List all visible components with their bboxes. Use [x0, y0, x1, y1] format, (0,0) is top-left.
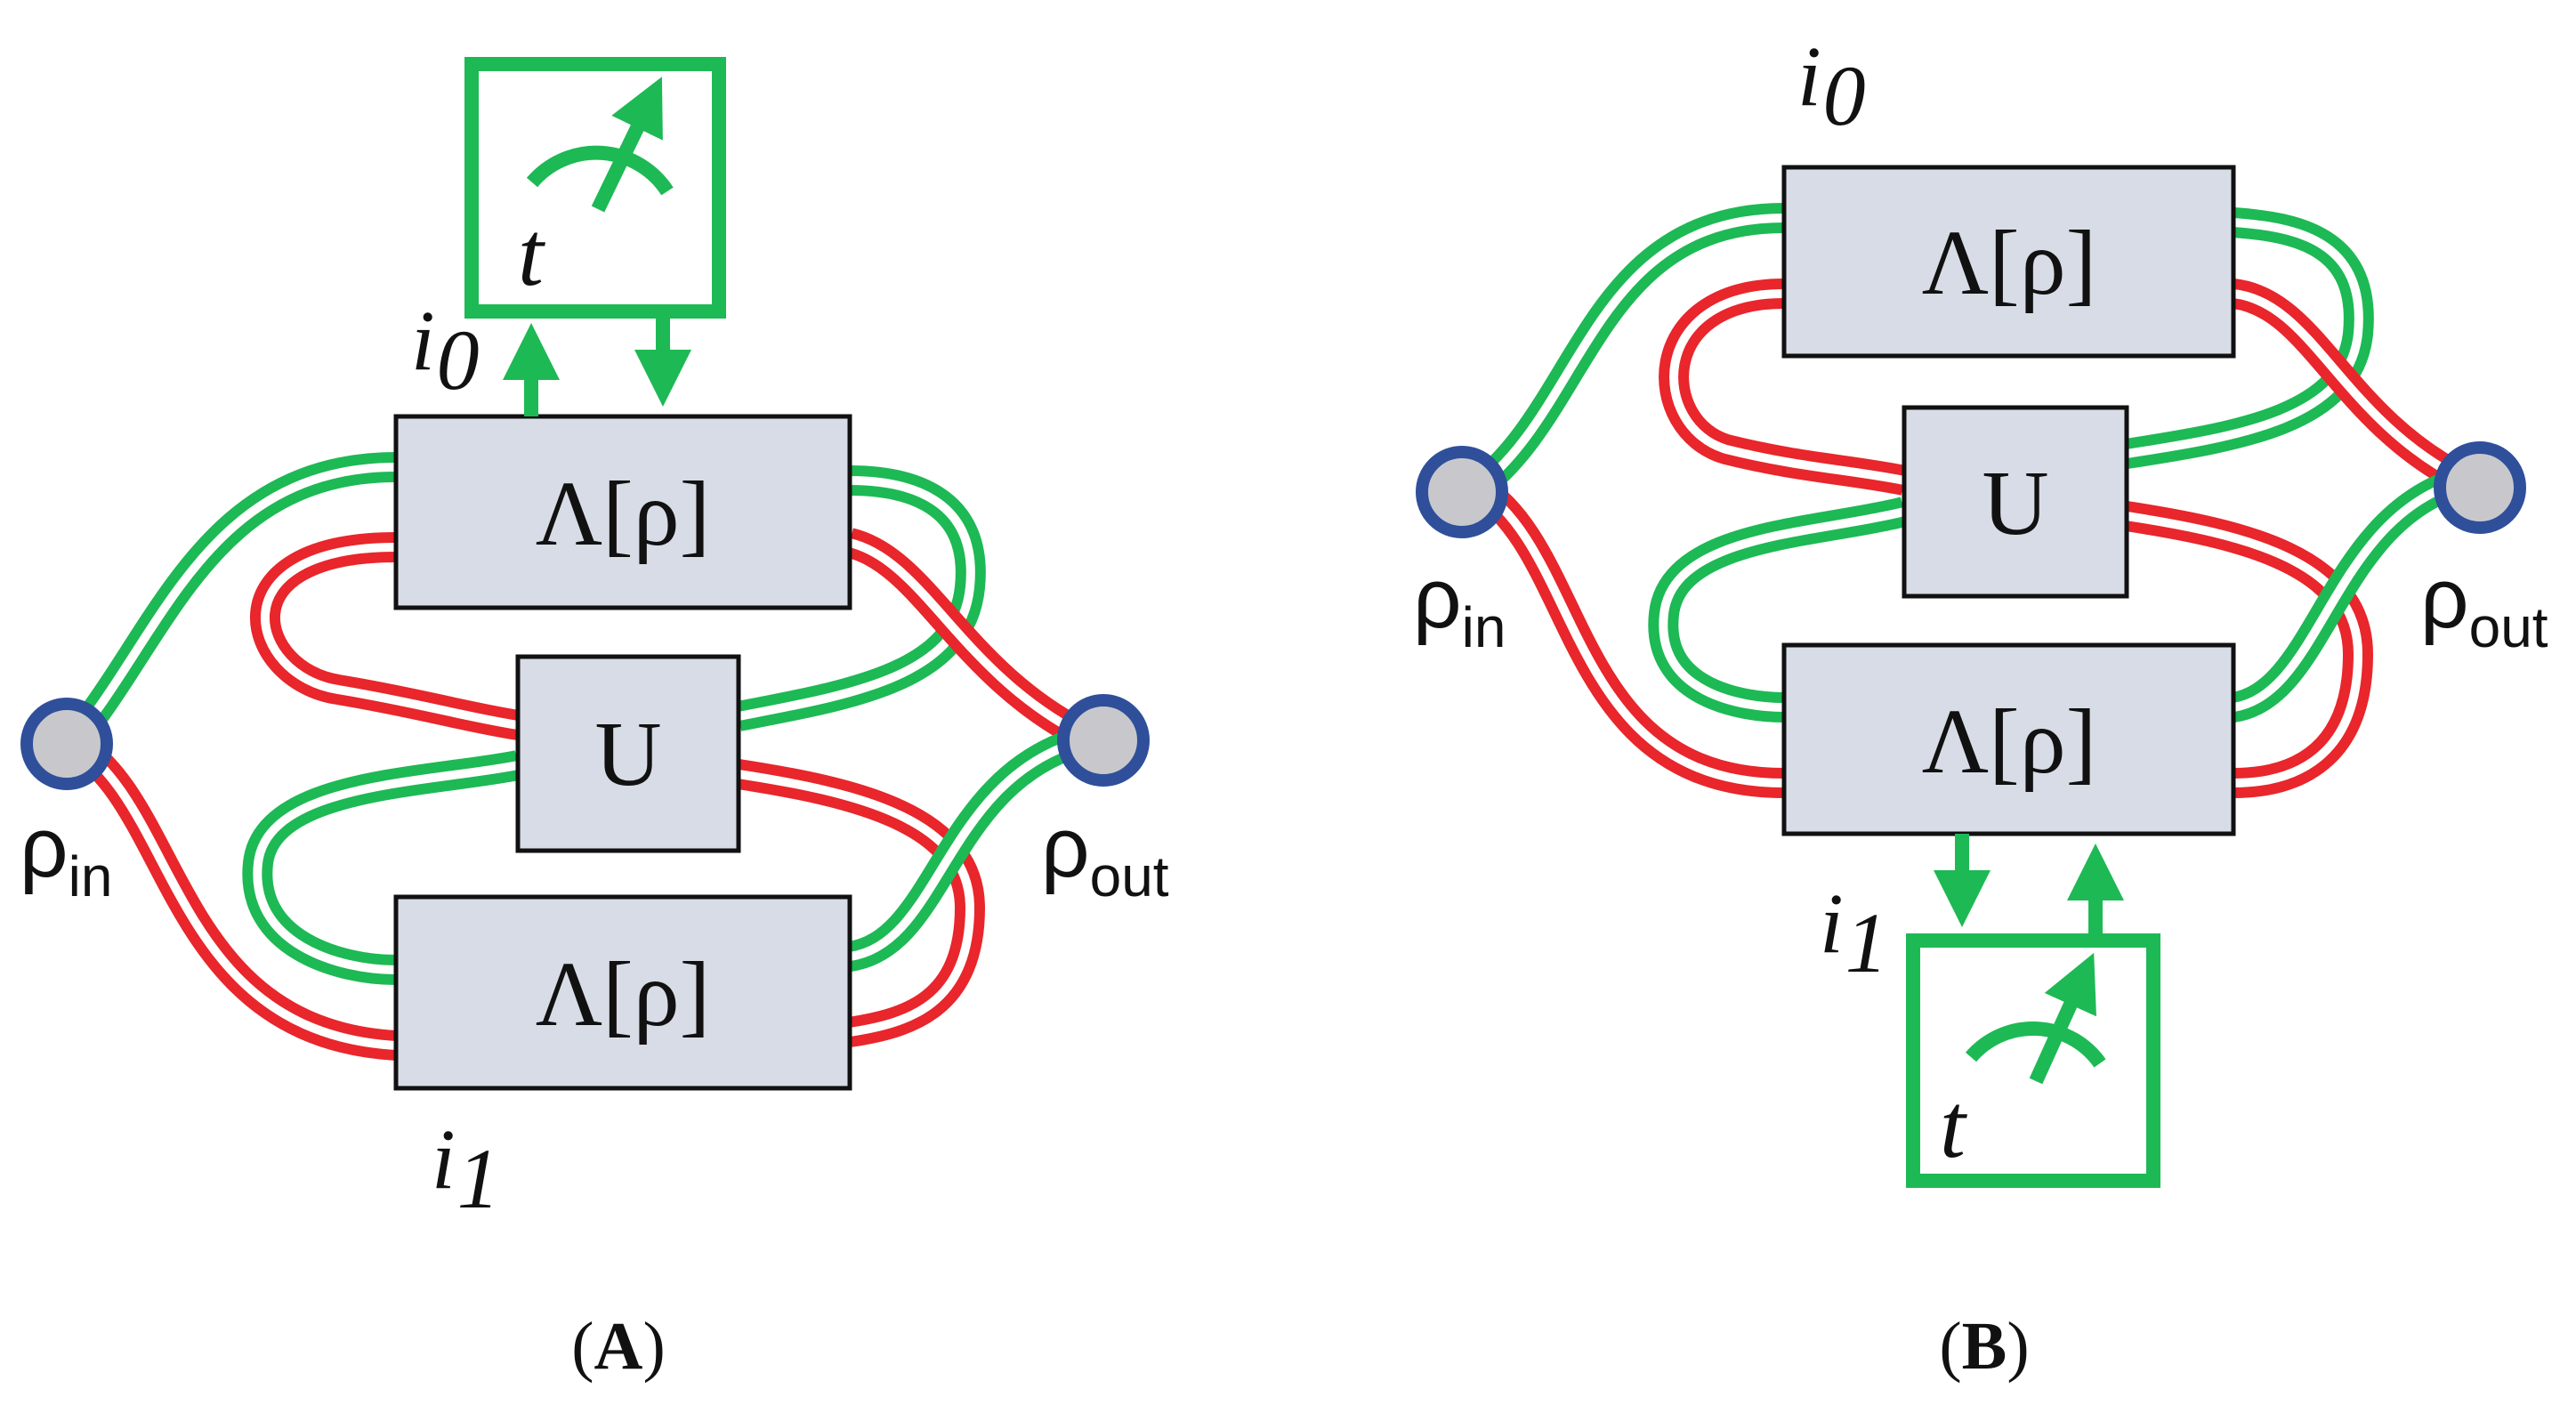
panel-b-lambda-bottom-box	[1781, 642, 2236, 836]
panel-a-rho-out-node	[1057, 694, 1150, 787]
panel-a-rho-in-label: ρin	[20, 800, 112, 908]
panel-b-index-top: i0	[1797, 28, 1866, 143]
panel-b-index-bottom: i1	[1820, 876, 1888, 990]
panel-b-meter-label: t	[1940, 1075, 1967, 1177]
panel-a-rho-out-label: ρout	[1041, 800, 1169, 908]
panel-a-meter-arc-icon	[526, 145, 674, 196]
panel-b-wire-green-u-bottom	[1648, 497, 1909, 723]
panel-a-lambda-top-label: Λ[ρ]	[536, 463, 711, 565]
panel-a-wire-green-u-top	[735, 465, 986, 731]
panel-b-meter-arc-icon	[1965, 1021, 2106, 1068]
panel-b-unitary-box	[1902, 405, 2129, 599]
panel-a-wire-green-in-top	[60, 452, 397, 754]
panel-a-lambda-bottom-box	[393, 894, 852, 1091]
panel-a-meter-needle-icon	[591, 77, 663, 213]
panel-a-rho-in-node	[20, 698, 113, 790]
panel-b-wire-green-in-top	[1467, 203, 1785, 500]
panel-b-wire-red-top-out	[2231, 279, 2472, 495]
panel-a-wire-red-top-u	[250, 532, 521, 740]
panel-b-measurement-meter: t	[1906, 933, 2160, 1188]
panel-b-lambda-bottom-label: Λ[ρ]	[1922, 690, 2097, 793]
panel-b-meter-box	[1906, 933, 2160, 1188]
panel-a-index-bottom: i1	[432, 1111, 500, 1226]
panel-a-wire-red-top-out	[845, 528, 1097, 753]
panel-a-meter-label: t	[518, 203, 545, 305]
panel-b-unitary-label: U	[1982, 452, 2048, 554]
panel-a-wire-green-u-bottom	[242, 750, 521, 985]
panel-a-wires	[60, 452, 1097, 1061]
panel-b-rho-out-node	[2434, 441, 2526, 534]
panel-b-rho-out-label: ρout	[2420, 551, 2548, 659]
panel-a-lambda-bottom-label: Λ[ρ]	[536, 943, 711, 1046]
panel-b-caption: (B)	[1939, 1309, 2029, 1384]
panel-a-unitary-label: U	[594, 703, 661, 805]
panel-b-wire-green-u-top	[2124, 207, 2374, 469]
panel-b-meter-needle-icon	[2029, 952, 2096, 1085]
panel-a-lambda-top-box	[393, 414, 852, 610]
panel-b-lambda-top-box	[1781, 165, 2236, 359]
panel-b-lambda-top-label: Λ[ρ]	[1922, 212, 2097, 314]
panel-b-rho-in-label: ρin	[1413, 551, 1506, 659]
panel-a-wire-red-u-bottom	[736, 759, 986, 1047]
panel-a: Λ[ρ] U Λ[ρ] t i0 i1 ρin ρout	[20, 57, 1169, 1384]
panel-b-wires	[1467, 203, 2472, 798]
panel-a-index-top: i0	[411, 293, 480, 408]
panel-a-caption: (A)	[571, 1309, 666, 1384]
panel-b-wire-green-bottom-out	[2230, 465, 2469, 723]
panel-b-wire-red-top-u	[1659, 279, 1908, 496]
panel-b-wire-red-u-bottom	[2124, 501, 2374, 798]
panel-b-wire-red-in-bottom	[1468, 474, 1785, 798]
panel-a-wire-green-bottom-out	[846, 723, 1094, 972]
panel-a-meter-box	[464, 57, 726, 319]
panel-a-wire-red-in-bottom	[63, 730, 398, 1061]
panel-a-measurement-meter: t	[464, 57, 726, 319]
panel-b-rho-in-node	[1416, 446, 1508, 538]
panel-a-unitary-box	[515, 654, 741, 853]
panel-b: Λ[ρ] U Λ[ρ] t i0 i1 ρin ρout	[1413, 28, 2548, 1384]
